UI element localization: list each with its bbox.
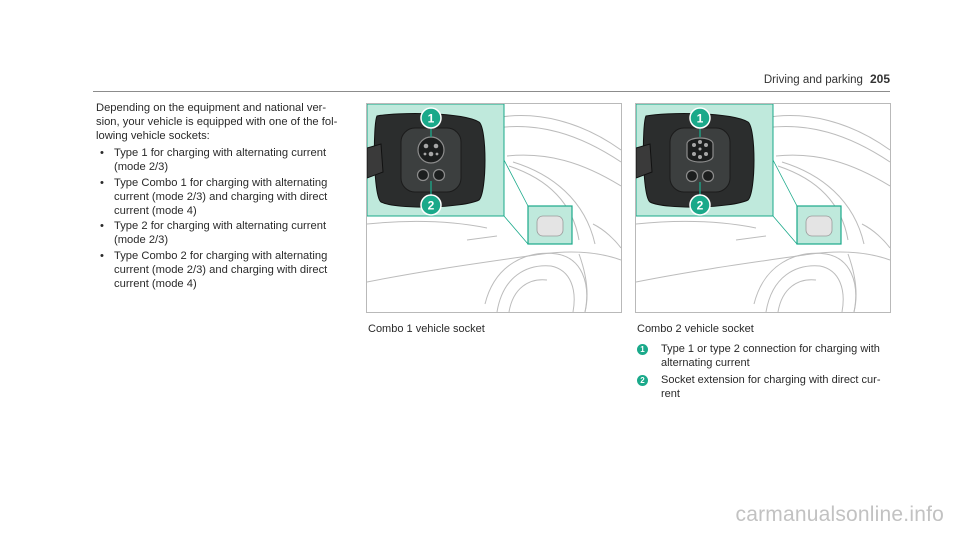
socket-list: Type 1 for charging with alternating cur… <box>96 147 346 291</box>
legend-text: Type 1 or type 2 connection for charging… <box>661 343 880 369</box>
callout-1: 1 <box>428 112 435 126</box>
combo1-socket-illustration: 1 2 <box>366 103 622 313</box>
combo2-socket-drawing: 1 2 <box>636 104 890 312</box>
socket-list-item: Type 1 for charging with alternating cur… <box>96 147 346 175</box>
callout-1: 1 <box>697 112 704 126</box>
running-header: Driving and parking 205 <box>764 72 890 86</box>
legend-text: Socket extension for charging with direc… <box>661 374 881 400</box>
combo1-socket-drawing: 1 2 <box>367 104 621 312</box>
socket-list-item: Type Combo 1 for charging with alternati… <box>96 177 346 218</box>
legend-item: 2 Socket extension for charging with dir… <box>637 374 892 401</box>
legend-item: 1 Type 1 or type 2 connection for chargi… <box>637 343 892 370</box>
intro-text: Depending on the equipment and national … <box>96 102 346 293</box>
figure-caption-combo2: Combo 2 vehicle socket <box>637 323 754 335</box>
callout-2: 2 <box>697 199 704 213</box>
callout-legend: 1 Type 1 or type 2 connection for chargi… <box>637 343 892 405</box>
section-title: Driving and parking <box>763 74 863 86</box>
socket-list-item: Type Combo 2 for charging with alternati… <box>96 250 346 291</box>
legend-number-badge: 2 <box>637 375 648 387</box>
legend-number-badge: 1 <box>637 344 648 355</box>
callout-2: 2 <box>428 199 435 213</box>
socket-list-item: Type 2 for charging with alternating cur… <box>96 220 346 248</box>
watermark: carmanualsonline.info <box>735 503 944 526</box>
page-number: 205 <box>869 72 890 86</box>
figure-caption-combo1: Combo 1 vehicle socket <box>368 323 485 335</box>
intro-paragraph: Depending on the equipment and national … <box>96 102 338 142</box>
header-divider <box>93 91 890 92</box>
combo2-socket-illustration: 1 2 <box>635 103 891 313</box>
